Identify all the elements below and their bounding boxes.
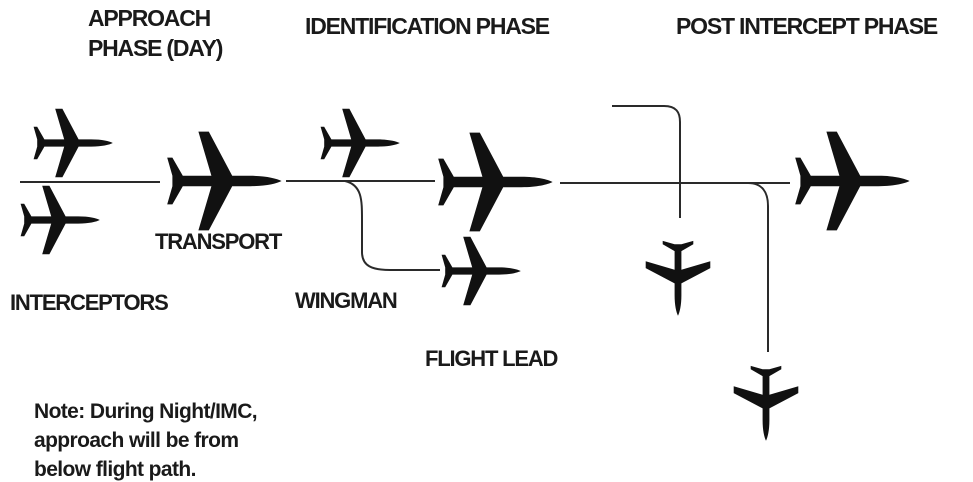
interceptors-label: INTERCEPTORS	[10, 290, 168, 315]
flight-lead-plane-icon	[734, 366, 799, 441]
approach-phase-title-line1: APPROACH	[88, 5, 211, 31]
wingman-post-intercept-path	[612, 106, 680, 218]
wingman-plane-icon	[321, 109, 400, 177]
post-intercept-phase-title: POST INTERCEPT PHASE	[676, 13, 938, 39]
transport-plane-icon	[167, 132, 281, 231]
flight-lead-label: FLIGHT LEAD	[425, 346, 558, 371]
transport-label: TRANSPORT	[155, 229, 283, 254]
flight-lead-plane-icon	[442, 237, 521, 305]
wingman-label: WINGMAN	[295, 288, 397, 313]
approach-phase-title-line2: PHASE (DAY)	[88, 35, 223, 61]
note-line2: approach will be from	[34, 429, 238, 452]
wingman-plane-icon	[646, 241, 711, 316]
interceptor-plane-icon	[21, 186, 100, 254]
note-line1: Note: During Night/IMC,	[34, 400, 257, 423]
interceptor-plane-icon	[34, 109, 113, 177]
identification-phase-title: IDENTIFICATION PHASE	[305, 13, 550, 39]
note-line3: below flight path.	[34, 458, 196, 481]
wingman-breakaway-path	[345, 181, 440, 270]
transport-plane-icon	[438, 133, 552, 232]
transport-plane-icon	[795, 132, 909, 231]
flight-paths	[20, 106, 790, 352]
